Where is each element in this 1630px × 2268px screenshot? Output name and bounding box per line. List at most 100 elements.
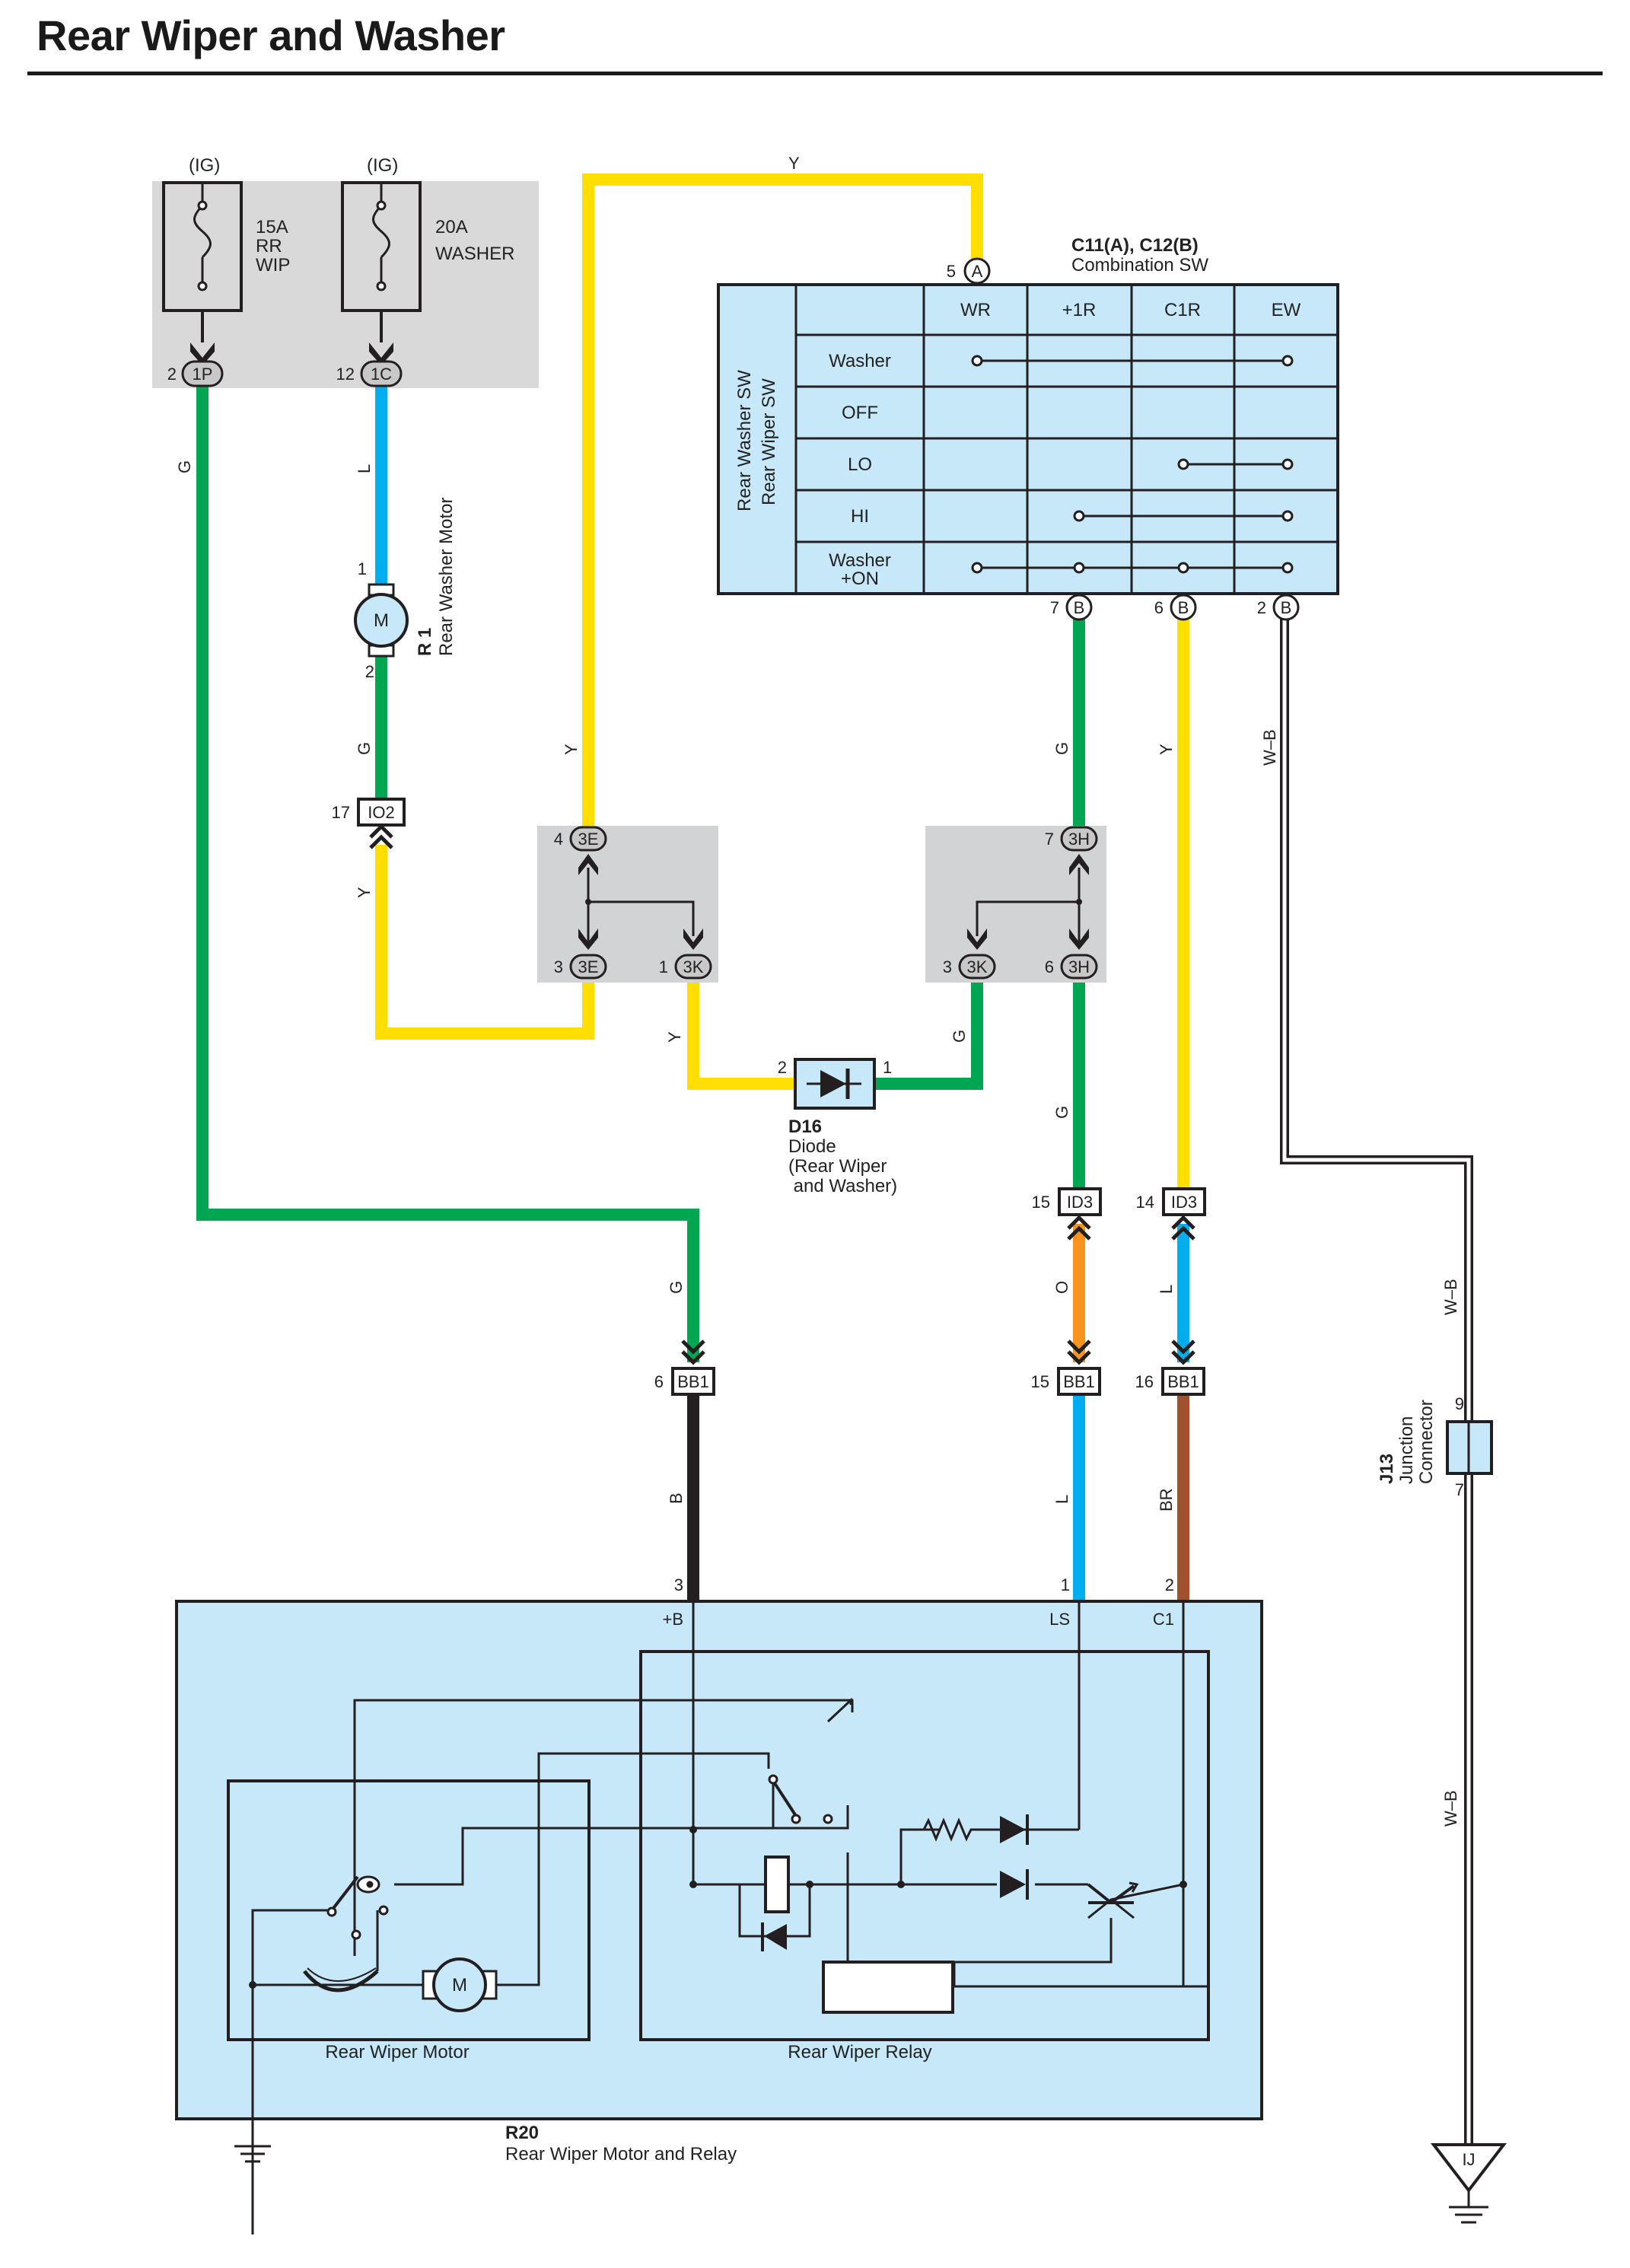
relay-coil bbox=[764, 1855, 790, 1913]
j13-pin7: 7 bbox=[1455, 1480, 1464, 1499]
conn-3e-top-pin: 4 bbox=[554, 830, 563, 849]
conn-3h-top-label: 3H bbox=[1068, 830, 1090, 849]
wire-label-y-left: Y bbox=[562, 744, 581, 755]
wire-label-y-3k: Y bbox=[665, 1031, 684, 1043]
switch-col-c1r: C1R bbox=[1164, 300, 1201, 320]
fuse1-name2: WIP bbox=[256, 255, 290, 276]
r20-term-c1: C1 bbox=[1153, 1610, 1174, 1629]
switch-col-ew: EW bbox=[1272, 300, 1301, 320]
coil-diode bbox=[761, 1922, 787, 1951]
connector-id3-15: ID3 15 bbox=[1032, 1187, 1102, 1241]
junction-connector-j13: 9 7 J13 Junction Connector bbox=[1377, 1394, 1493, 1499]
j13-code: J13 bbox=[1377, 1454, 1397, 1484]
ls-diode bbox=[1000, 1814, 1079, 1845]
r20-term-b: +B bbox=[662, 1610, 683, 1629]
wire-label-l3: L bbox=[1052, 1495, 1071, 1504]
combination-switch: C11(A), C12(B) Combination SW A 5 WR +1R… bbox=[717, 235, 1339, 621]
fuse1-rating: 15A bbox=[256, 217, 288, 237]
rear-wiper-motor-relay-unit: 3 1 2 +B LS C1 Rear Wiper Motor Rear Wip… bbox=[175, 1575, 1263, 2235]
switch-b7-pin: 7 bbox=[1050, 598, 1059, 617]
page-title: Rear Wiper and Washer bbox=[37, 11, 505, 59]
resistor bbox=[901, 1817, 983, 1842]
switch-col-wr: WR bbox=[960, 300, 991, 320]
motor-r1-pin2: 2 bbox=[365, 662, 374, 681]
motor-cam-switch bbox=[326, 1875, 389, 1940]
motor-r1-code: R 1 bbox=[415, 628, 435, 656]
wire-label-wb1: W–B bbox=[1260, 729, 1279, 766]
rear-washer-motor: M 1 2 R 1 Rear Washer Motor bbox=[354, 497, 457, 681]
wire-y-io2-3e bbox=[375, 845, 594, 1040]
wire-g-diode-3k bbox=[874, 978, 983, 1090]
wire-label-g-3k: G bbox=[950, 1030, 969, 1043]
conn-bb1c-label: BB1 bbox=[1167, 1372, 1199, 1391]
fuse2-supply: (IG) bbox=[367, 155, 398, 176]
conn-3h-bot-label: 3H bbox=[1068, 957, 1090, 976]
conn-io2-pin: 17 bbox=[332, 803, 350, 822]
wire-label-g2: G bbox=[355, 742, 374, 755]
r20-pin2: 2 bbox=[1165, 1575, 1174, 1594]
switch-b2-conn: B bbox=[1281, 598, 1292, 617]
j13-line2: Connector bbox=[1416, 1400, 1437, 1484]
conn-bb1a-pin: 6 bbox=[654, 1372, 664, 1391]
conn-3k-left-label: 3K bbox=[683, 957, 704, 976]
r20-term-ls: LS bbox=[1049, 1610, 1070, 1629]
conn-1c-label: 1C bbox=[371, 365, 392, 384]
connector-bb1-6: BB1 6 bbox=[654, 1339, 715, 1396]
switch-b2-pin: 2 bbox=[1257, 598, 1266, 617]
diode-pin2: 2 bbox=[778, 1058, 787, 1077]
wire-y-3k-diode bbox=[687, 978, 795, 1090]
conn-bb1b-label: BB1 bbox=[1063, 1372, 1095, 1391]
connector-bb1-16: BB1 16 bbox=[1135, 1339, 1205, 1396]
wire-label-g-h6: G bbox=[1052, 1106, 1071, 1119]
conn-3k-right-pin: 3 bbox=[943, 957, 952, 976]
conn-id3a-pin: 15 bbox=[1032, 1193, 1050, 1212]
switch-b7-conn: B bbox=[1074, 598, 1085, 617]
diode-code: D16 bbox=[788, 1116, 822, 1137]
rear-wiper-motor-box bbox=[227, 1779, 591, 2041]
conn-3h-bot-pin: 6 bbox=[1045, 957, 1054, 976]
wire-label-y-io2: Y bbox=[355, 887, 374, 898]
relay-contact bbox=[768, 1774, 833, 1824]
wire-label-br: BR bbox=[1157, 1488, 1176, 1511]
diode-line3: and Washer) bbox=[788, 1176, 897, 1196]
wiper-arc bbox=[303, 1970, 379, 1992]
wiper-motor: M bbox=[422, 1957, 498, 2012]
wire-g-1p-bb1 bbox=[196, 384, 699, 1362]
wire-label-wb3: W–B bbox=[1441, 1790, 1460, 1827]
fuse1-supply: (IG) bbox=[189, 155, 220, 176]
wire-label-g1: G bbox=[175, 460, 194, 473]
wire-label-y-top: Y bbox=[788, 154, 800, 173]
wire-label-l1: L bbox=[355, 464, 374, 473]
wire-label-g-bb1: G bbox=[667, 1281, 686, 1294]
wire-label-b: B bbox=[667, 1492, 686, 1504]
conn-3h-top-pin: 7 bbox=[1045, 830, 1054, 849]
ground-ij-label: IJ bbox=[1462, 2150, 1475, 2169]
conn-1p-pin: 2 bbox=[167, 365, 177, 384]
diode-pin1: 1 bbox=[883, 1058, 892, 1077]
wire-y-3e-a5 bbox=[582, 174, 983, 833]
wire-label-o: O bbox=[1052, 1281, 1071, 1294]
r20-relay-label: Rear Wiper Relay bbox=[788, 2042, 931, 2063]
switch-code: C11(A), C12(B) bbox=[1071, 235, 1199, 256]
conn-1p-label: 1P bbox=[193, 365, 213, 384]
conn-id3b-label: ID3 bbox=[1171, 1193, 1197, 1212]
fuse2-rating: 20A bbox=[435, 217, 468, 237]
ground-ij: IJ bbox=[1430, 2143, 1507, 2224]
conn-bb1c-pin: 16 bbox=[1135, 1372, 1154, 1391]
fuse-block bbox=[152, 181, 539, 388]
diode-d16: 2 1 D16 Diode (Rear Wiper and Washer) bbox=[778, 1058, 897, 1196]
fuse-20a-washer: (IG) 20A WASHER bbox=[341, 155, 514, 342]
switch-col-1r: +1R bbox=[1062, 300, 1097, 320]
conn-id3a-label: ID3 bbox=[1067, 1193, 1093, 1212]
wire-label-g-b7: G bbox=[1052, 742, 1071, 755]
connector-1p: 1P 2 bbox=[167, 342, 224, 387]
motor-r1-name: Rear Washer Motor bbox=[436, 497, 457, 656]
switch-row-off: OFF bbox=[842, 403, 878, 423]
connector-id3-14: ID3 14 bbox=[1136, 1187, 1206, 1241]
switch-row-lo: LO bbox=[848, 454, 872, 475]
fuse1-name1: RR bbox=[256, 236, 282, 256]
fuse2-name: WASHER bbox=[435, 244, 514, 264]
wire-label-y-b6: Y bbox=[1157, 744, 1176, 755]
r20-name: Rear Wiper Motor and Relay bbox=[505, 2144, 737, 2164]
